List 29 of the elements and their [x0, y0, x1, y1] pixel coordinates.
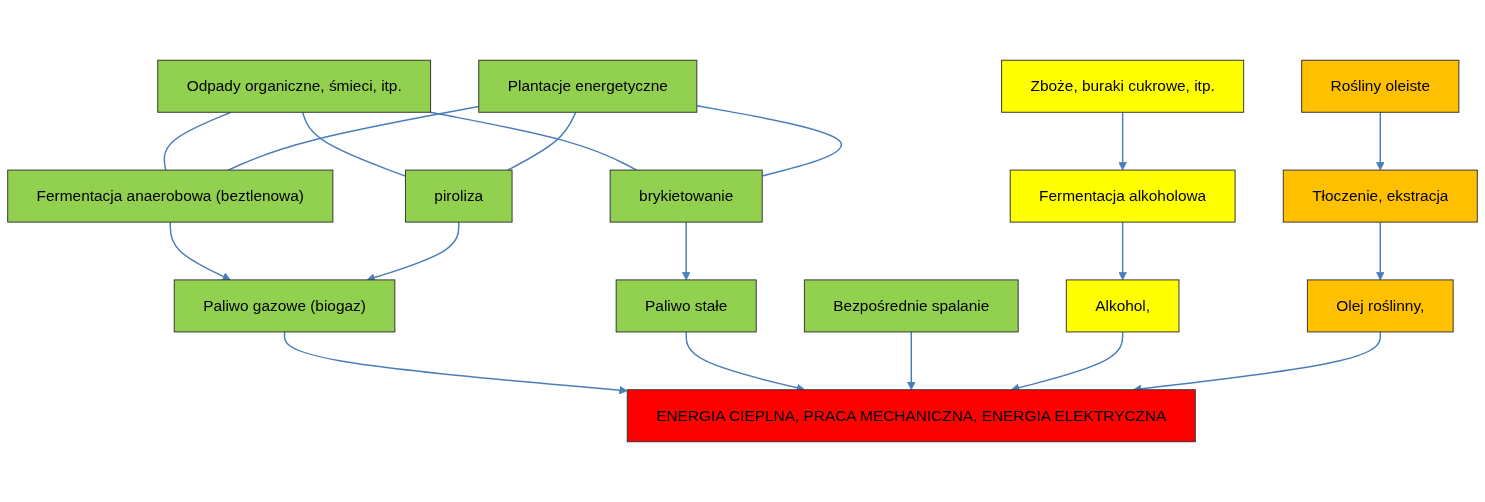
connector	[696, 105, 843, 177]
connector	[301, 111, 407, 177]
arrow	[1376, 111, 1385, 171]
node-box: ENERGIA CIEPLNA, PRACA MECHANICZNA, ENERGIA ELEKTRYCZNA	[626, 389, 1196, 443]
node-box: Paliwo stałe	[615, 279, 757, 333]
node-box: Tłoczenie, ekstracja	[1282, 169, 1478, 223]
arrow	[681, 221, 691, 281]
node-box: Plantacje energetyczne	[478, 59, 698, 113]
node-box: Fermentacja alkoholowa	[1009, 169, 1236, 223]
arrow	[1118, 111, 1127, 171]
node-box: Bezpośrednie spalanie	[803, 279, 1019, 333]
arrow	[1118, 221, 1127, 281]
node-box: Paliwo gazowe (biogaz)	[173, 279, 396, 333]
node-box: brykietowanie	[609, 169, 763, 223]
node-box: Zboże, buraki cukrowe, itp.	[1001, 59, 1245, 113]
node-box: Alkohol,	[1065, 279, 1180, 333]
connector	[163, 111, 232, 171]
node-box: Rośliny oleiste	[1301, 59, 1460, 113]
connector	[429, 111, 638, 171]
arrow	[283, 331, 628, 395]
arrow	[169, 221, 231, 281]
connector	[227, 105, 480, 171]
node-box: Fermentacja anaerobowa (beztlenowa)	[7, 169, 334, 223]
node-box: Olej roślinny,	[1306, 279, 1454, 333]
node-box: piroliza	[404, 169, 513, 223]
arrow	[1376, 221, 1385, 281]
arrow	[907, 331, 916, 391]
node-box: Odpady organiczne, śmieci, itp.	[157, 59, 432, 113]
connector	[507, 111, 577, 171]
